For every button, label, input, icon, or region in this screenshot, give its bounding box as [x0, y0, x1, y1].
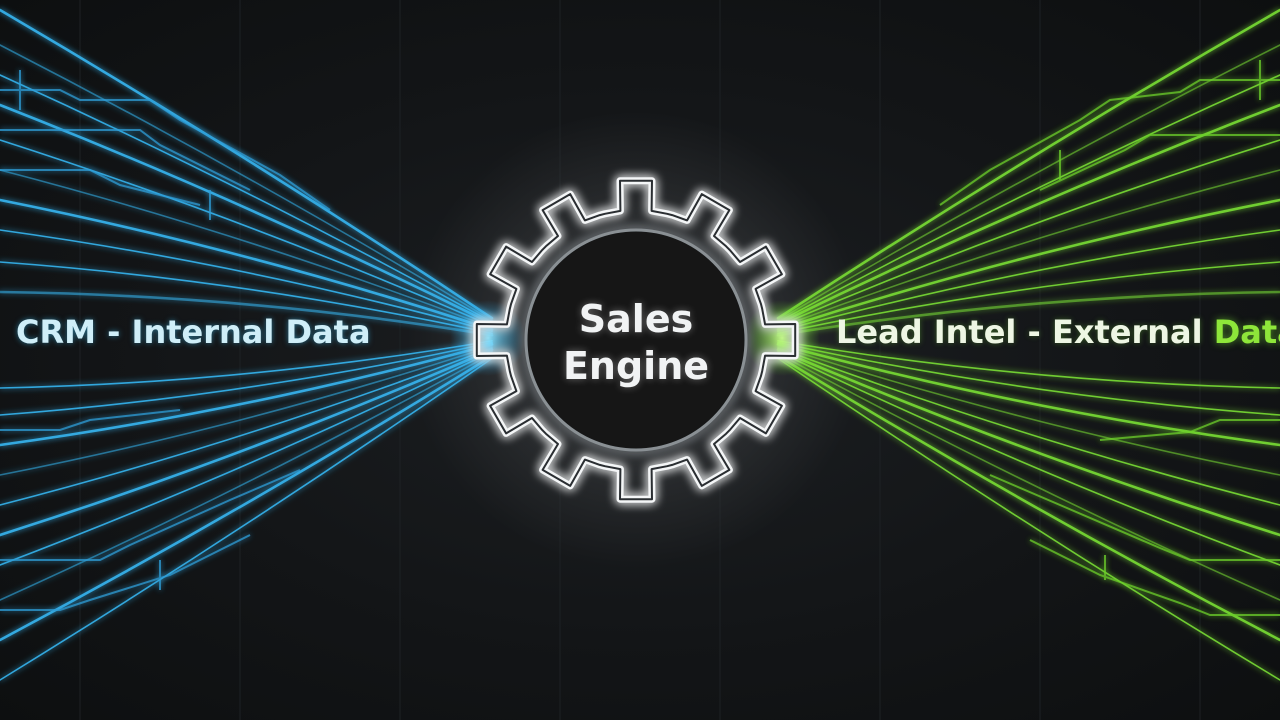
- lead-intel-stream-line: [777, 340, 1280, 389]
- lead-intel-stream-line: [776, 348, 1280, 537]
- lead-intel-stream-line: [777, 169, 1280, 329]
- lead-intel-stream-line: [777, 350, 1280, 566]
- sales-engine-gear-icon: [473, 177, 799, 503]
- lead-intel-label-main: Lead Intel - External: [836, 313, 1214, 351]
- crm-stream-line: [0, 352, 493, 601]
- lead-intel-stream-line: [776, 8, 1280, 320]
- lead-intel-stream-line: [776, 103, 1280, 326]
- lead-intel-stream-line: [777, 357, 1280, 681]
- gear-hub-ring: [524, 228, 748, 452]
- lead-intel-stream-line: [776, 343, 1280, 447]
- crm-data-streams: [0, 8, 494, 681]
- crm-stream-line: [0, 343, 494, 447]
- crm-stream-line: [0, 198, 494, 331]
- crm-stream-line: [0, 357, 493, 681]
- crm-stream-line: [0, 44, 493, 322]
- crm-stream-line: [0, 350, 493, 566]
- sales-engine-title-line1: Sales: [578, 297, 694, 341]
- crm-stream-line: [0, 8, 494, 320]
- crm-stream-line: [0, 139, 493, 327]
- crm-internal-data-label: CRM - Internal Data: [16, 313, 371, 351]
- lead-intel-stream-line: [777, 341, 1280, 416]
- lead-intel-stream-line: [777, 74, 1280, 323]
- crm-stream-line: [0, 345, 493, 476]
- lead-intel-stream-line: [776, 290, 1280, 337]
- gear-outline-inner: [475, 179, 797, 501]
- lead-intel-stream-line: [777, 261, 1280, 335]
- lead-intel-stream-line: [777, 345, 1280, 476]
- crm-circuit-traces: [0, 70, 331, 611]
- lead-intel-input-glow: [744, 300, 820, 376]
- crm-stream-line: [0, 229, 493, 333]
- lead-intel-data-streams: [776, 8, 1280, 681]
- lead-intel-stream-line: [777, 139, 1280, 327]
- sales-engine-title-line2: Engine: [562, 344, 710, 388]
- lead-intel-external-data-label: Lead Intel - External Data.: [836, 313, 1280, 351]
- crm-stream-line: [0, 341, 493, 416]
- sales-engine-title: Sales Engine: [536, 296, 736, 390]
- crm-stream-line: [0, 348, 494, 537]
- lead-intel-stream-line: [777, 352, 1280, 601]
- lead-intel-circuit-traces: [939, 60, 1280, 616]
- lead-intel-stream-line: [777, 229, 1280, 333]
- crm-stream-line: [0, 340, 493, 389]
- crm-stream-line: [0, 169, 493, 329]
- lead-intel-stream-line: [776, 198, 1280, 331]
- lead-intel-stream-line: [777, 347, 1280, 506]
- crm-input-glow: [450, 300, 526, 376]
- crm-stream-line: [0, 103, 494, 326]
- crm-stream-line: [0, 347, 493, 506]
- lead-intel-label-accent: Data.: [1213, 313, 1280, 351]
- crm-stream-line: [0, 261, 493, 335]
- crm-stream-line: [0, 354, 494, 642]
- lead-intel-stream-line: [776, 354, 1280, 642]
- crm-stream-line: [0, 290, 494, 337]
- crm-stream-line: [0, 74, 493, 323]
